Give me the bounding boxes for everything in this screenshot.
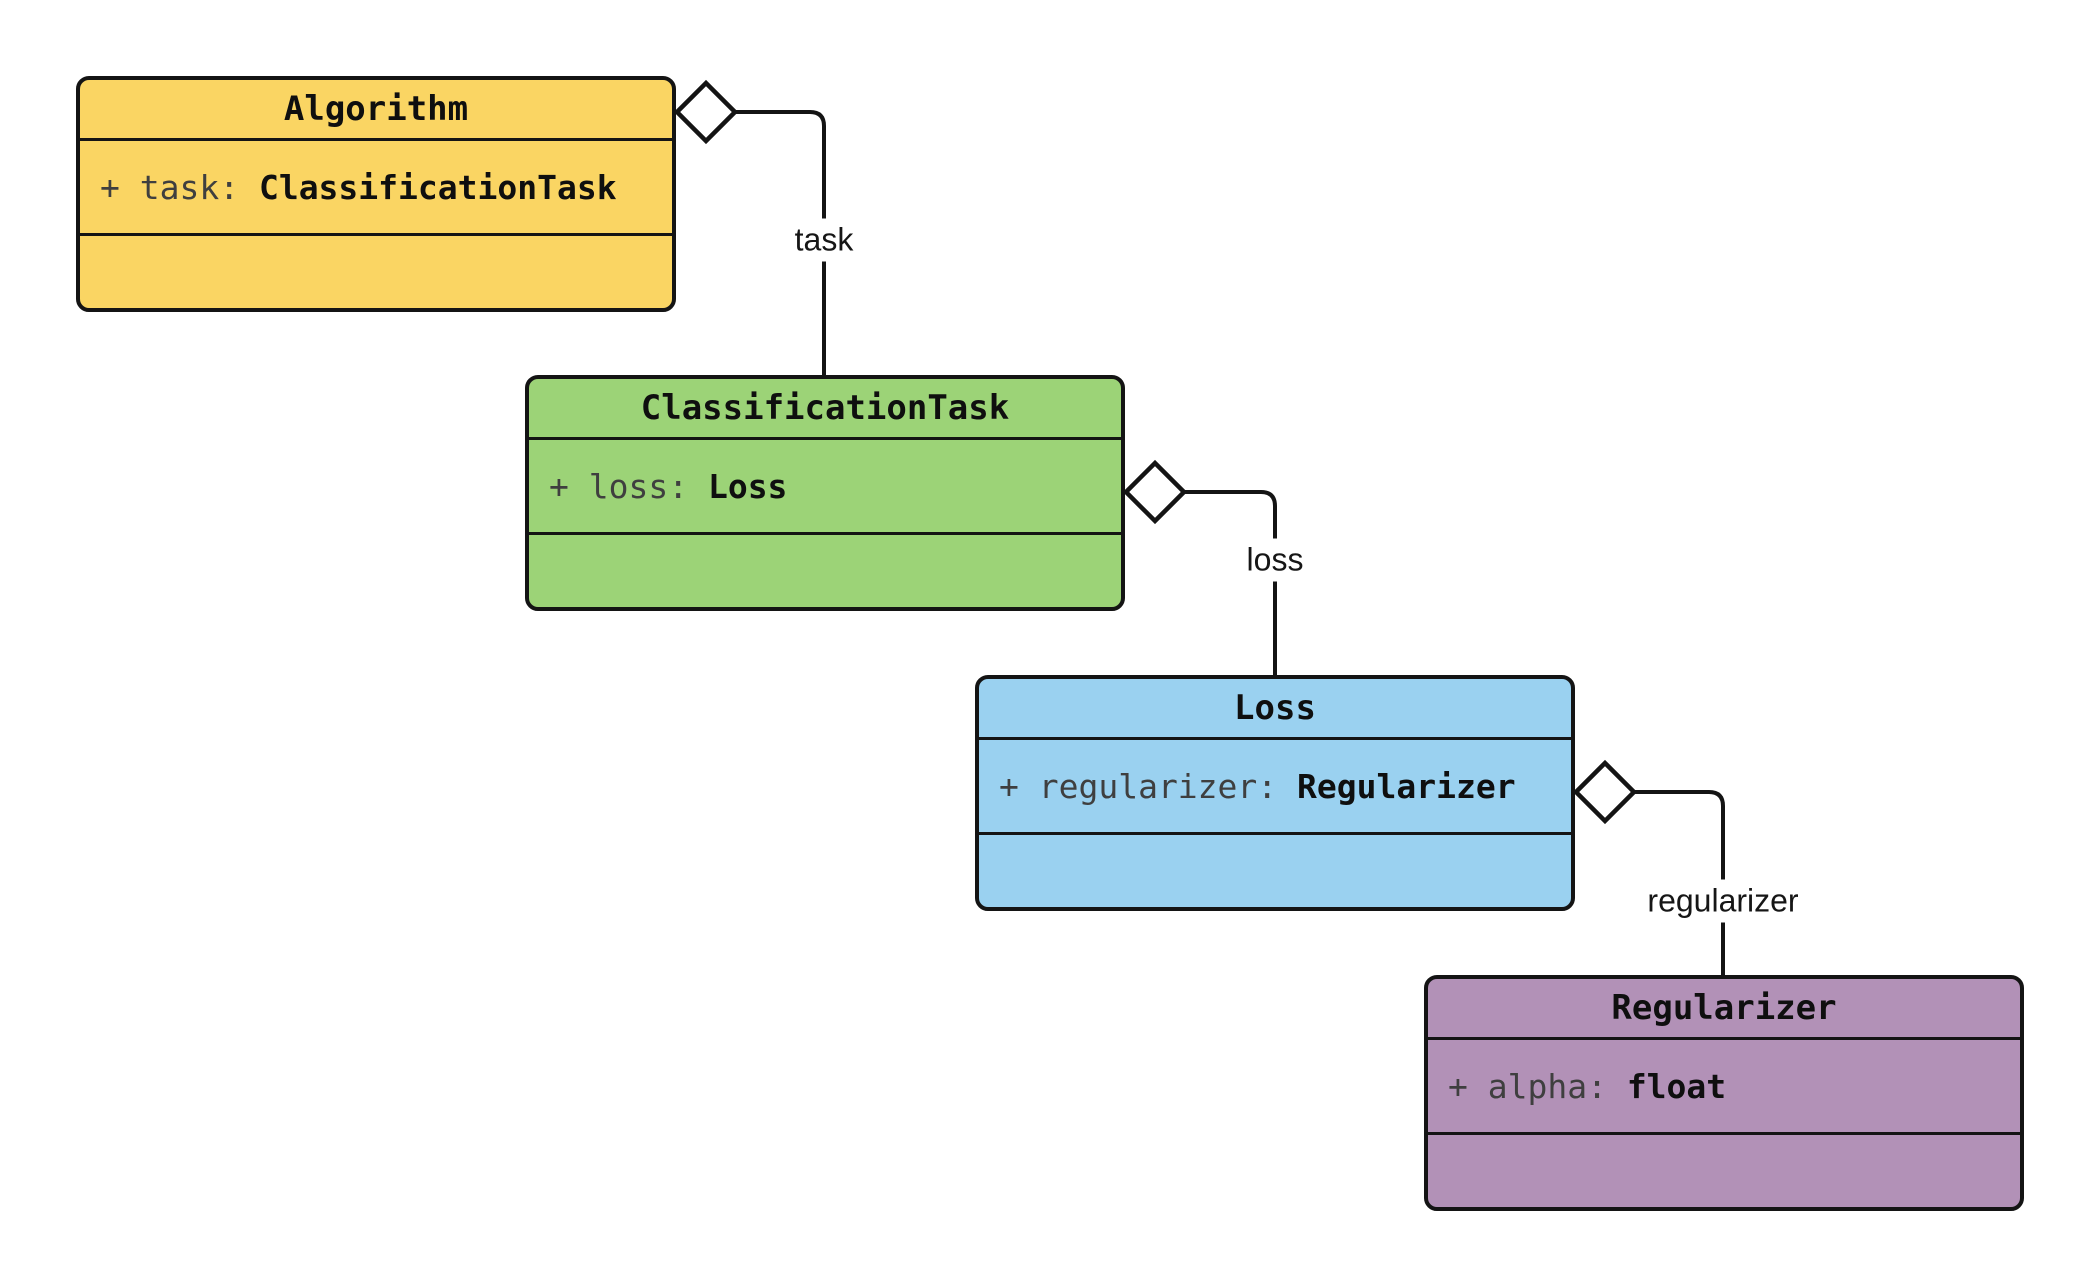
class-attributes: + alpha: float [1428, 1037, 2020, 1132]
attribute-name: + task: [100, 167, 259, 207]
attribute-name: + regularizer: [999, 766, 1298, 806]
class-methods-empty [979, 832, 1571, 907]
class-methods-empty [80, 233, 672, 308]
attribute-type: Regularizer [1297, 766, 1516, 806]
class-box-algorithm: Algorithm + task: ClassificationTask [76, 76, 676, 312]
attribute-type: Loss [707, 466, 788, 506]
edge-loss-line [1184, 490, 1277, 675]
edge-group [673, 79, 1725, 975]
edge-label-loss: loss [1237, 538, 1313, 582]
edge-regularizer-line [1634, 790, 1725, 975]
class-name: Algorithm [283, 89, 469, 129]
class-name: Regularizer [1611, 988, 1837, 1028]
class-box-classificationtask: ClassificationTask + loss: Loss [525, 375, 1125, 611]
edge-label-regularizer: regularizer [1638, 879, 1808, 923]
class-attributes: + regularizer: Regularizer [979, 737, 1571, 832]
class-attributes: + loss: Loss [529, 437, 1121, 532]
class-name: Loss [1234, 688, 1316, 728]
attribute-name: + loss: [549, 466, 708, 506]
class-methods-empty [529, 532, 1121, 607]
aggregation-diamond-icon [673, 79, 739, 145]
class-name: ClassificationTask [640, 388, 1010, 428]
edge-task-line [735, 110, 826, 375]
class-box-regularizer: Regularizer + alpha: float [1424, 975, 2024, 1211]
class-methods-empty [1428, 1132, 2020, 1207]
aggregation-diamond-icon [1572, 759, 1638, 825]
class-attributes: + task: ClassificationTask [80, 138, 672, 233]
class-box-loss: Loss + regularizer: Regularizer [975, 675, 1575, 911]
attribute-name: + alpha: [1448, 1066, 1627, 1106]
edge-label-task: task [785, 218, 863, 262]
attribute-type: float [1626, 1066, 1727, 1106]
aggregation-diamond-icon [1122, 459, 1188, 525]
attribute-type: ClassificationTask [258, 167, 617, 207]
